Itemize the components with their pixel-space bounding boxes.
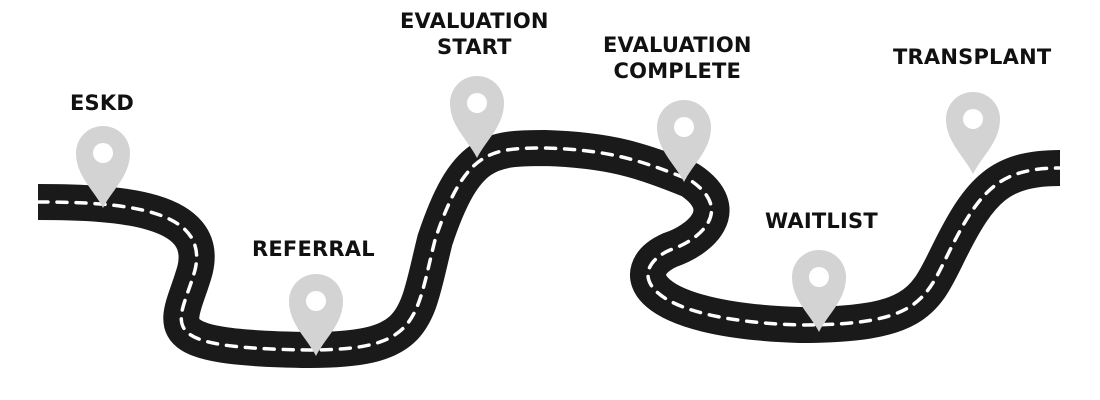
milestone-label-line: EVALUATION bbox=[603, 33, 752, 57]
road-center-line bbox=[36, 146, 1062, 352]
map-pin-icon bbox=[792, 250, 846, 332]
milestone-label-line: REFERRAL bbox=[252, 237, 375, 261]
map-pin-icon bbox=[289, 274, 343, 356]
milestone-label-eskd: ESKD bbox=[70, 90, 134, 116]
milestone-label-evaluation-complete: EVALUATION COMPLETE bbox=[603, 32, 752, 84]
milestone-label-line: TRANSPLANT bbox=[893, 45, 1052, 69]
milestone-label-line: WAITLIST bbox=[765, 209, 878, 233]
milestone-label-waitlist: WAITLIST bbox=[765, 208, 878, 234]
milestone-label-line: EVALUATION bbox=[400, 9, 549, 33]
milestone-label-transplant: TRANSPLANT bbox=[893, 44, 1051, 70]
map-pin-icon bbox=[76, 126, 130, 208]
milestone-label-line: COMPLETE bbox=[613, 59, 742, 83]
milestone-label-referral: REFERRAL bbox=[252, 236, 375, 262]
milestone-label-evaluation-start: EVALUATION START bbox=[400, 8, 549, 60]
map-pin-icon bbox=[657, 100, 711, 182]
milestone-label-line: ESKD bbox=[70, 91, 134, 115]
map-pin-icon bbox=[946, 92, 1000, 174]
map-pin-icon bbox=[450, 76, 504, 158]
road-surface bbox=[37, 130, 1061, 368]
milestone-label-line: START bbox=[437, 35, 512, 59]
